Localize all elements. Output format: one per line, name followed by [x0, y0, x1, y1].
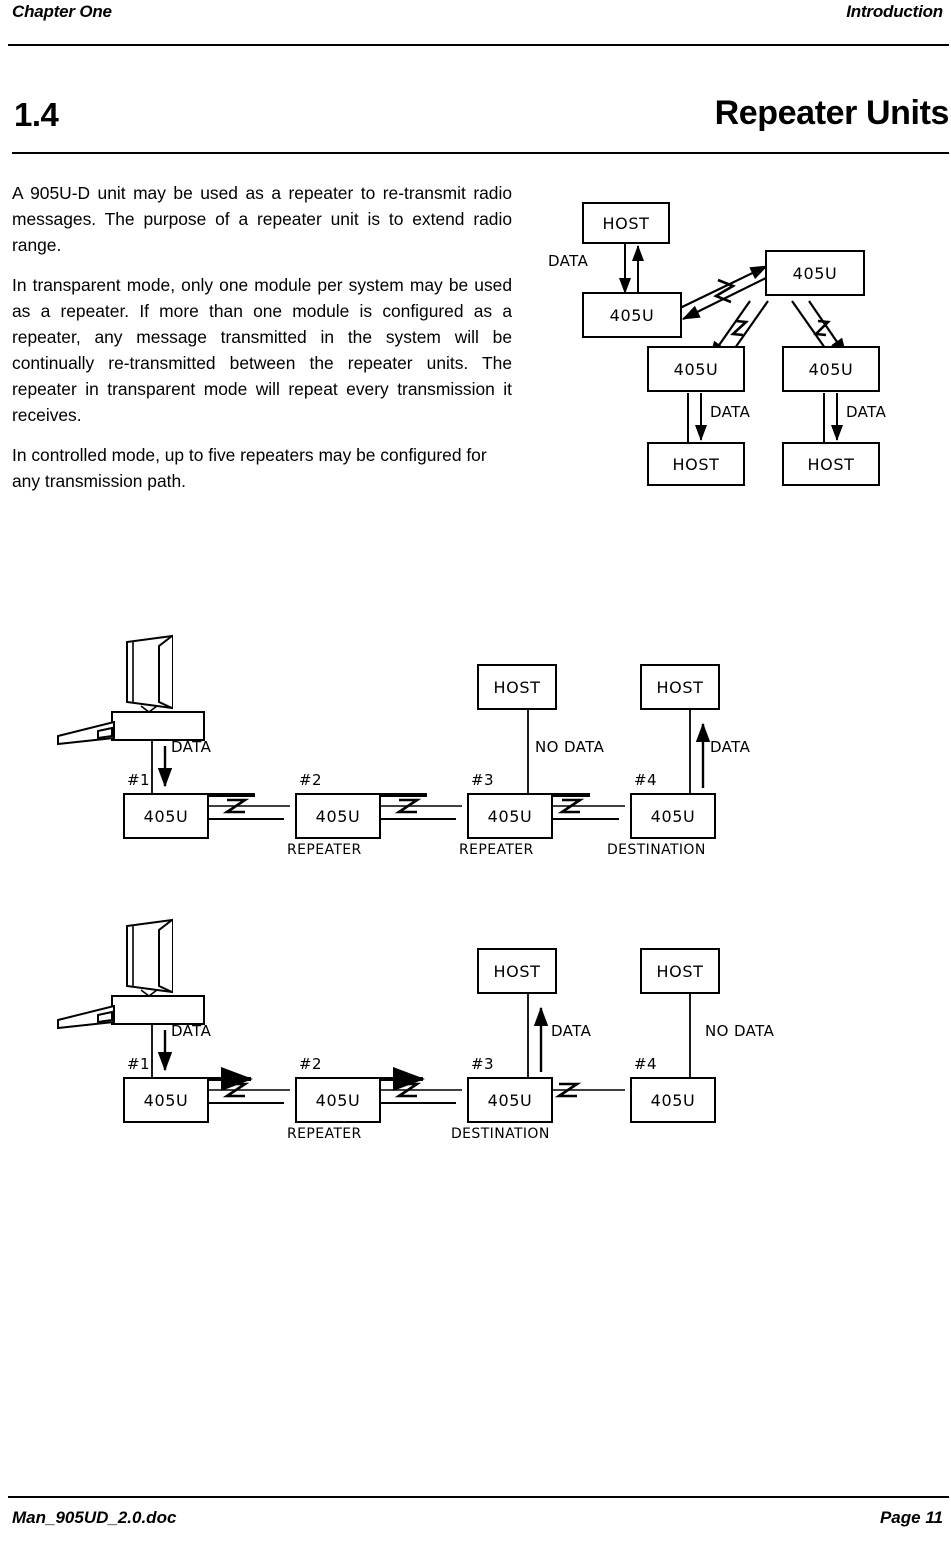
node-host-4: HOST: [640, 664, 720, 710]
body-paragraph-3: In controlled mode, up to five repeaters…: [12, 445, 487, 491]
node-405u-3: 405U: [467, 1077, 553, 1123]
node-405u-2: 405U: [295, 793, 381, 839]
label-computer-data: DATA: [171, 738, 212, 756]
footer-page-label: Page: [879, 1508, 921, 1527]
node-role-3: REPEATER: [459, 842, 534, 858]
node-id-1: #1: [127, 1055, 150, 1073]
diagram-controlled-path-destination-4: 405U 405U 405U 405U HOST HOST #1 #2 #3 #…: [55, 628, 755, 868]
label-data-master: DATA: [548, 252, 589, 270]
diagram-transparent-repeater-network: HOST 405U 405U 405U 405U HOST HOST DATA …: [548, 188, 950, 488]
header-divider-rule: [8, 44, 949, 46]
node-405u-1: 405U: [123, 793, 209, 839]
section-number: 1.4: [14, 96, 59, 133]
page-title: Repeater Units: [714, 94, 950, 132]
computer-icon: [57, 918, 205, 1030]
node-role-2: REPEATER: [287, 842, 362, 858]
header-section-label: Introduction: [846, 2, 943, 21]
node-405u-left: 405U: [647, 346, 745, 392]
node-405u-3: 405U: [467, 793, 553, 839]
page-footer: Man_905UD_2.0.doc Page 11: [8, 1508, 943, 1538]
node-role-2: REPEATER: [287, 1126, 362, 1142]
diagram-controlled-path-destination-3: 405U 405U 405U 405U HOST HOST #1 #2 #3 #…: [55, 912, 774, 1152]
node-405u-repeater: 405U: [765, 250, 865, 296]
header-chapter-label: Chapter One: [12, 2, 112, 21]
footer-page-number: 11: [925, 1508, 943, 1527]
label-host-link-4: NO DATA: [705, 1022, 775, 1040]
node-host-4: HOST: [640, 948, 720, 994]
node-host-left: HOST: [647, 442, 745, 486]
node-405u-2: 405U: [295, 1077, 381, 1123]
node-id-3: #3: [471, 1055, 494, 1073]
label-computer-data: DATA: [171, 1022, 212, 1040]
node-id-2: #2: [299, 1055, 322, 1073]
label-data-left: DATA: [710, 403, 751, 421]
label-host-link-4: DATA: [710, 738, 751, 756]
node-405u-master: 405U: [582, 292, 682, 338]
node-host-3: HOST: [477, 664, 557, 710]
node-host-3: HOST: [477, 948, 557, 994]
node-role-4: DESTINATION: [607, 842, 706, 858]
section-heading: 1.4 Repeater Units: [0, 94, 951, 160]
footer-divider-rule: [8, 1496, 949, 1498]
body-text: A 905U-D unit may be used as a repeater …: [12, 180, 512, 508]
node-id-2: #2: [299, 771, 322, 789]
body-paragraph-1: A 905U-D unit may be used as a repeater …: [12, 183, 512, 255]
node-role-3: DESTINATION: [451, 1126, 550, 1142]
node-405u-right: 405U: [782, 346, 880, 392]
node-405u-4: 405U: [630, 1077, 716, 1123]
node-id-1: #1: [127, 771, 150, 789]
node-host-master: HOST: [582, 202, 670, 244]
node-405u-1: 405U: [123, 1077, 209, 1123]
label-host-link-3: NO DATA: [535, 738, 605, 756]
footer-page-indicator: Page 11: [880, 1508, 943, 1528]
node-host-right: HOST: [782, 442, 880, 486]
footer-document-name: Man_905UD_2.0.doc: [12, 1508, 177, 1527]
computer-icon: [57, 634, 205, 746]
diagram-top-connectors: [619, 243, 847, 443]
node-id-4: #4: [634, 771, 657, 789]
node-id-4: #4: [634, 1055, 657, 1073]
label-host-link-3: DATA: [551, 1022, 592, 1040]
node-405u-4: 405U: [630, 793, 716, 839]
node-id-3: #3: [471, 771, 494, 789]
heading-divider-rule: [12, 152, 949, 154]
body-paragraph-2: In transparent mode, only one module per…: [12, 275, 512, 425]
page-header: Chapter One Introduction: [8, 2, 943, 36]
label-data-right: DATA: [846, 403, 887, 421]
